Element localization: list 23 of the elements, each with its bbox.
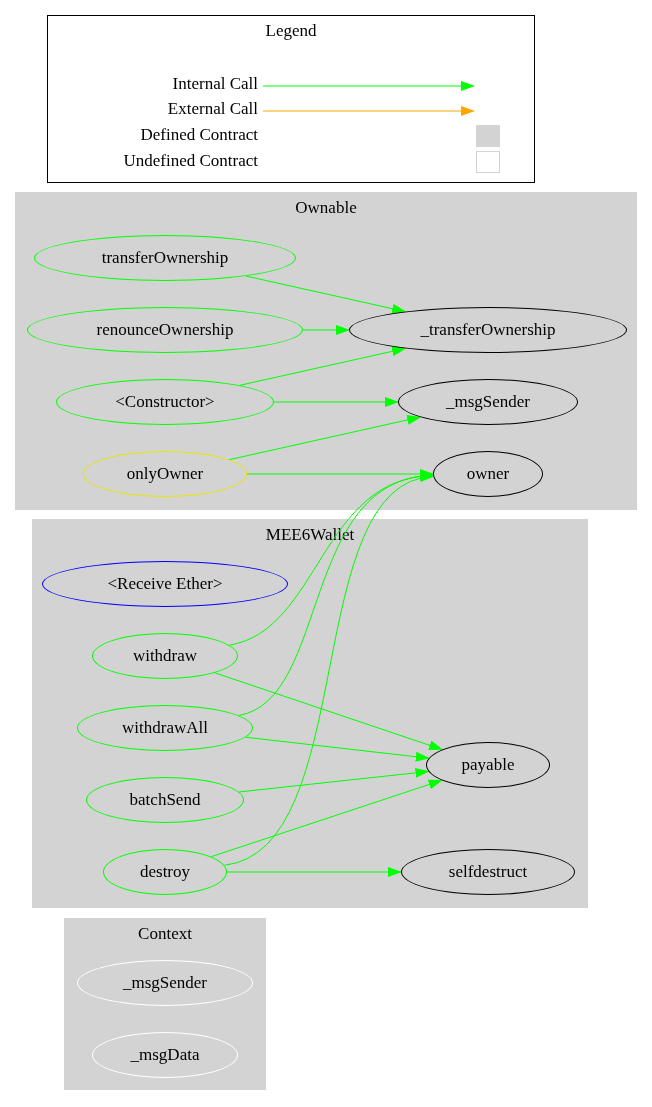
legend-text: External Call: [167, 99, 258, 119]
call-arrow: [245, 275, 407, 314]
call-arrow: [238, 472, 435, 716]
contract-cluster: [64, 918, 266, 1090]
call-arrow: [302, 325, 350, 335]
call-arrow: [238, 767, 430, 793]
cluster-title: Context: [137, 924, 193, 944]
legend-text: Internal Call: [172, 74, 258, 94]
call-arrow: [239, 346, 407, 386]
call-arrow: [245, 736, 430, 762]
legend-title: Legend: [264, 21, 318, 41]
call-arrow: [273, 397, 399, 407]
call-arrow: [223, 475, 435, 866]
cluster-title: Ownable: [294, 198, 358, 218]
contract-cluster: [15, 192, 637, 510]
call-arrow: [226, 867, 402, 877]
legend-text: Defined Contract: [140, 125, 258, 145]
call-arrow: [214, 672, 444, 751]
legend-text: Undefined Contract: [123, 151, 258, 171]
contract-cluster: [32, 519, 588, 908]
cluster-title: MEE6Wallet: [264, 525, 356, 545]
call-arrow: [210, 779, 443, 858]
call-arrow: [228, 415, 422, 461]
